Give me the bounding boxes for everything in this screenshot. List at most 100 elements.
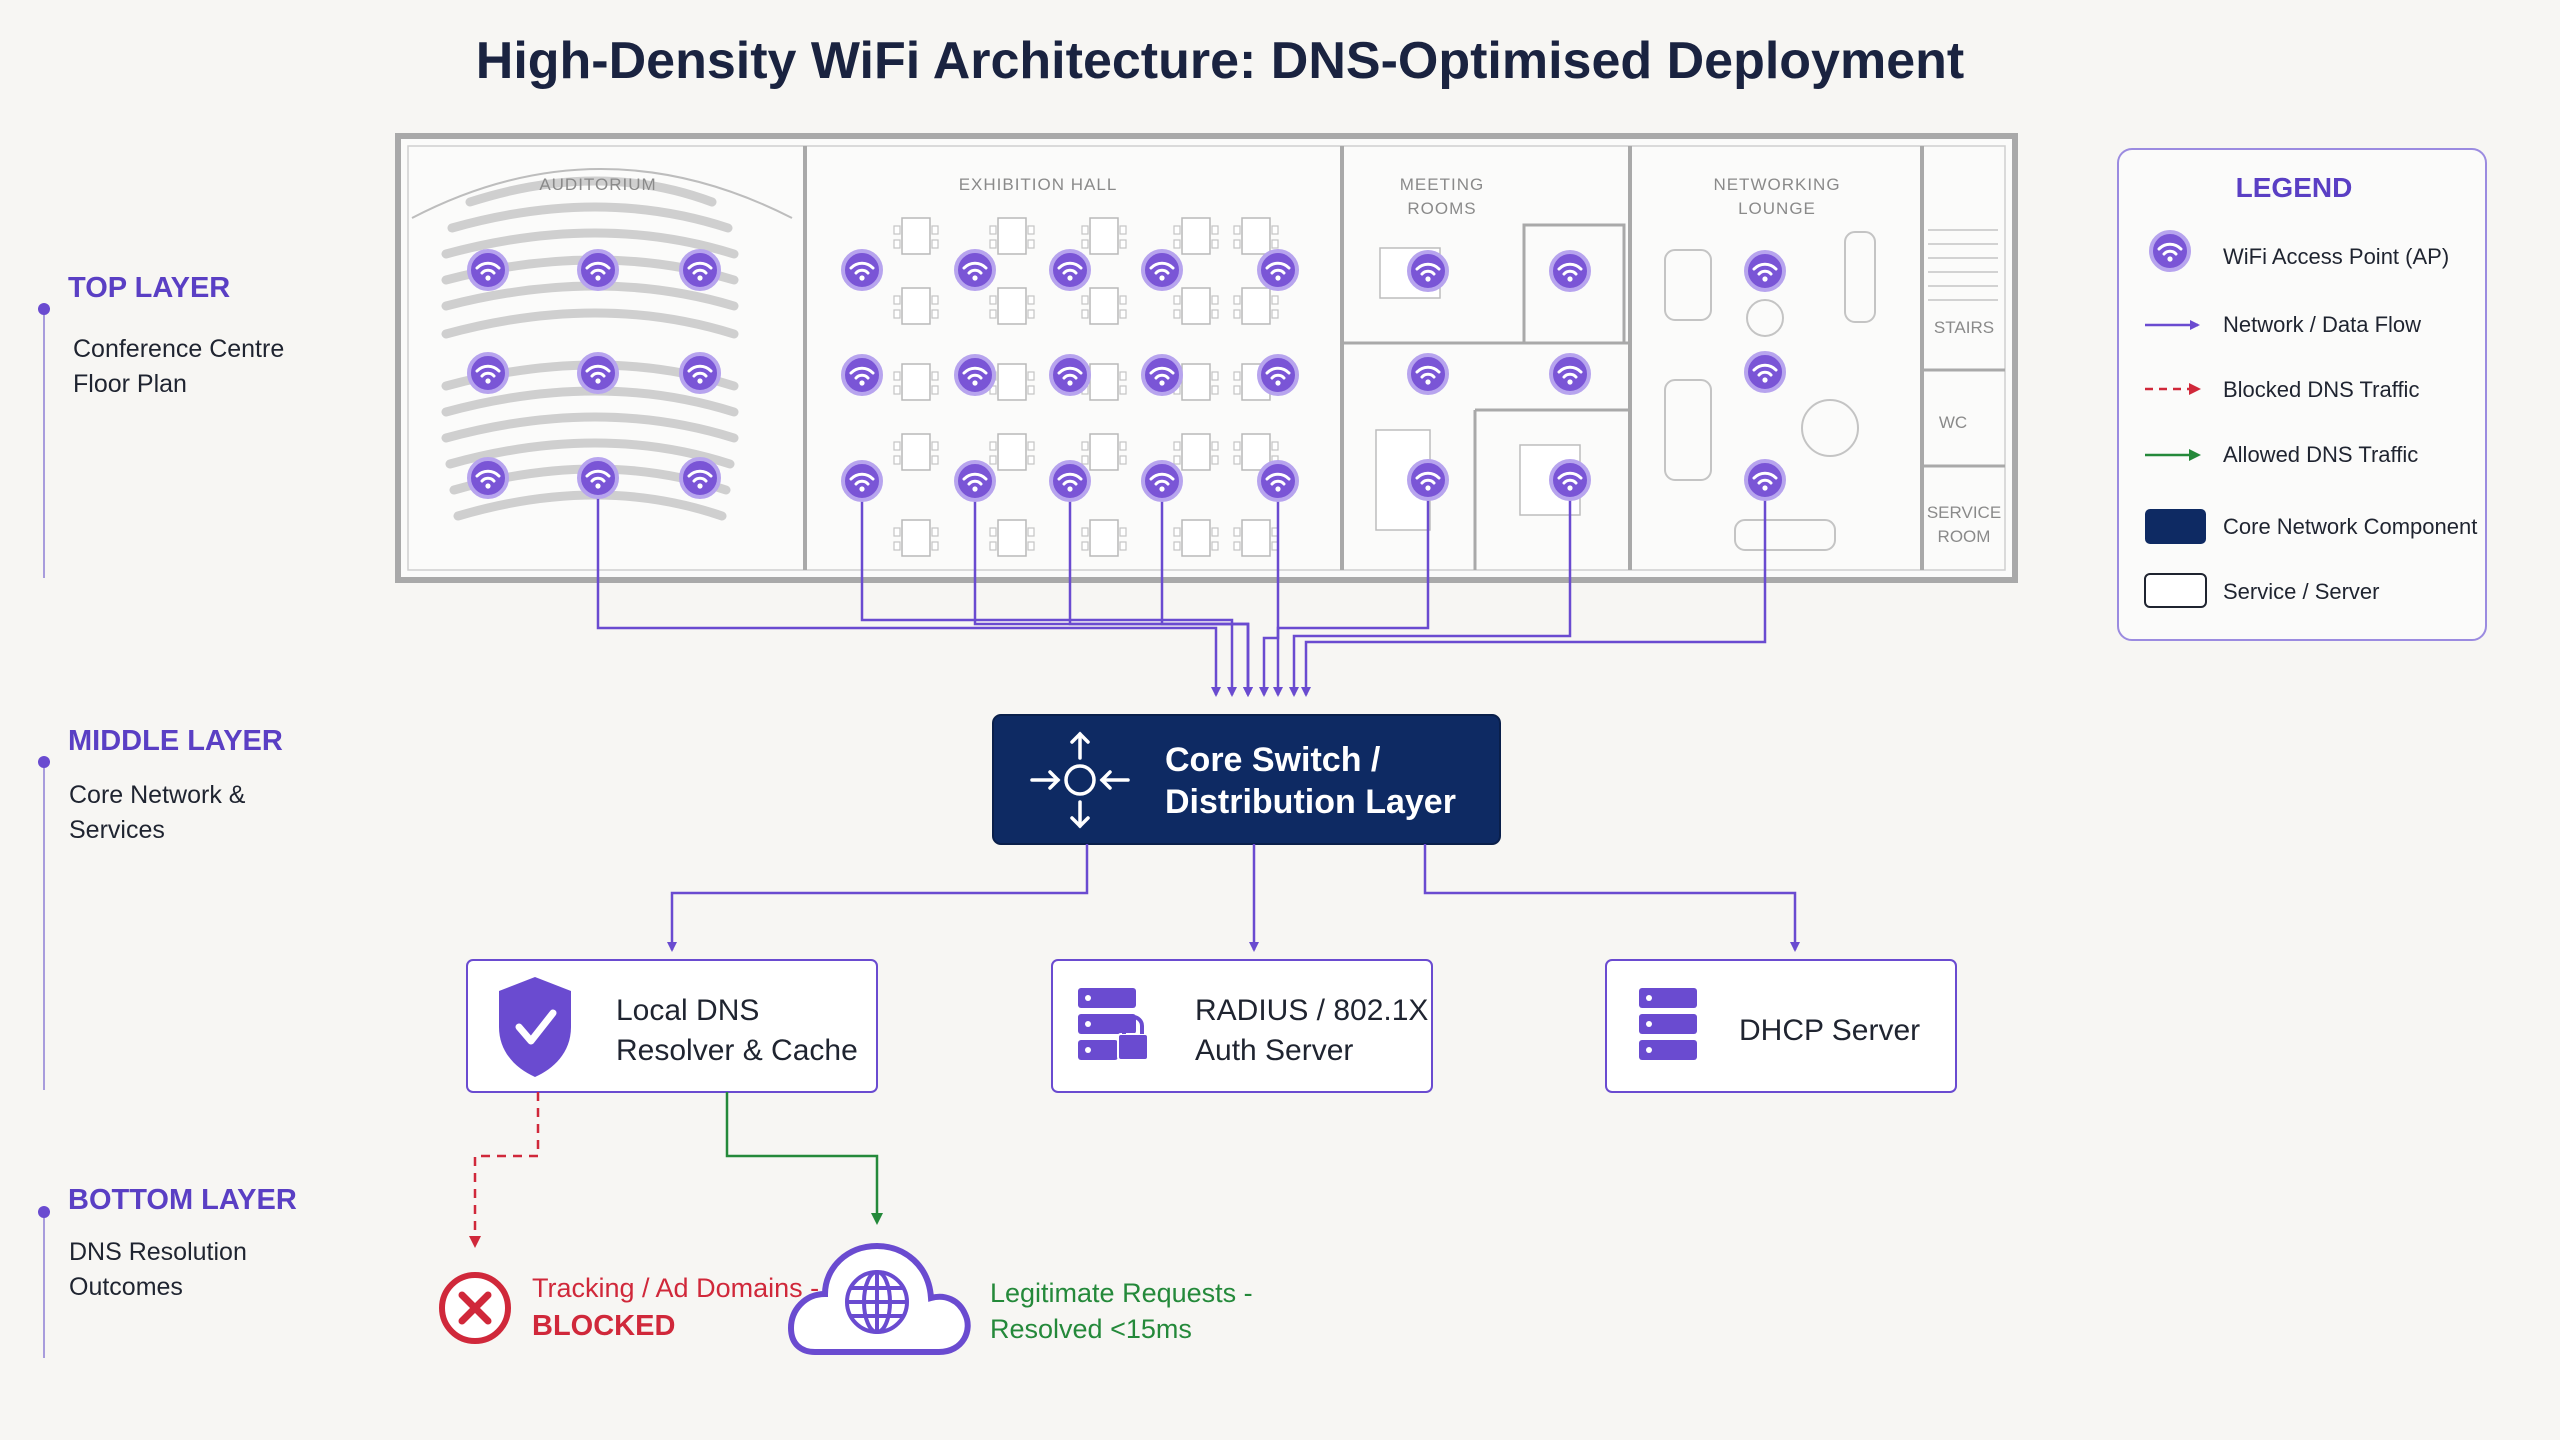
top-layer-dot (38, 303, 50, 315)
shield-check-icon (499, 977, 571, 1077)
wifi-ap-icon (467, 249, 509, 291)
wifi-ap-icon (1744, 351, 1786, 393)
lounge-furniture (1664, 231, 1876, 551)
wifi-ap-icon (679, 249, 721, 291)
wifi-ap-icon (1257, 354, 1299, 396)
wifi-ap-icon (1141, 249, 1183, 291)
core-to-services-flow (667, 844, 1800, 952)
wifi-ap-icon (1744, 250, 1786, 292)
legend-label-service: Service / Server (2223, 579, 2380, 604)
wifi-ap-icon (577, 457, 619, 499)
wifi-ap-icon (1549, 250, 1591, 292)
legend-label-ap: WiFi Access Point (AP) (2223, 244, 2449, 269)
label-meeting-rooms-1: MEETING (1400, 175, 1484, 194)
label-auditorium: AUDITORIUM (539, 175, 656, 194)
server-icon (1639, 988, 1697, 1060)
label-wc: WC (1939, 413, 1967, 432)
legend: LEGEND WiFi Access Point (AP) Network / … (2117, 148, 2487, 641)
wifi-ap-icon (954, 460, 996, 502)
bottom-layer-desc-2: Outcomes (69, 1273, 183, 1301)
wifi-ap-icon (2149, 230, 2191, 272)
core-switch-line-1: Core Switch / (1165, 741, 1381, 779)
x-circle-icon (439, 1272, 511, 1344)
building-inner (407, 145, 2006, 571)
blocked-line-2: BLOCKED (532, 1310, 675, 1342)
label-stairs: STAIRS (1934, 318, 1994, 337)
bottom-layer-dot (38, 1206, 50, 1218)
bottom-layer-desc-1: DNS Resolution (69, 1238, 247, 1266)
wifi-ap-icon (1049, 460, 1091, 502)
wifi-ap-icon (1049, 354, 1091, 396)
wifi-ap-icon (1141, 354, 1183, 396)
label-service-room-1: SERVICE (1927, 503, 2001, 522)
server-lock-icon (1078, 988, 1149, 1061)
blocked-line-1: Tracking / Ad Domains - (532, 1273, 819, 1303)
core-switch-line-2: Distribution Layer (1165, 783, 1456, 821)
wifi-ap-icon (841, 354, 883, 396)
stairs-steps (1928, 229, 1998, 301)
bottom-layer-heading: BOTTOM LAYER (68, 1184, 297, 1216)
local-dns-box: Local DNS Resolver & Cache (466, 959, 878, 1093)
floor-plan: AUDITORIUM EXHIBITION HALL MEETING ROOMS… (395, 133, 2018, 583)
allowed-line-2: Resolved <15ms (990, 1314, 1192, 1344)
legend-title: LEGEND (2236, 172, 2353, 203)
wifi-ap-icon (1407, 250, 1449, 292)
wifi-ap-icon (1549, 459, 1591, 501)
top-layer-heading: TOP LAYER (68, 272, 230, 304)
page-title: High-Density WiFi Architecture: DNS-Opti… (476, 32, 1964, 90)
radius-line-2: Auth Server (1195, 1034, 1353, 1067)
wifi-ap-icon (954, 354, 996, 396)
wifi-ap-icon (1257, 460, 1299, 502)
white-box-icon (2144, 573, 2207, 608)
uplink-cables (596, 480, 1767, 697)
auditorium-stage-curve (411, 168, 793, 219)
blocked-outcome: Tracking / Ad Domains - BLOCKED (439, 1272, 819, 1344)
legend-label-flow: Network / Data Flow (2223, 312, 2421, 337)
radius-line-1: RADIUS / 802.1X (1195, 994, 1428, 1027)
wifi-ap-icon (577, 352, 619, 394)
legend-label-core: Core Network Component (2223, 514, 2477, 539)
blocked-dns-flow (469, 1092, 540, 1248)
local-dns-line-2: Resolver & Cache (616, 1034, 858, 1067)
wifi-ap-icon (679, 457, 721, 499)
wifi-ap-icon (1141, 460, 1183, 502)
middle-layer-desc-2: Services (69, 816, 165, 844)
wifi-ap-icon (467, 352, 509, 394)
wifi-ap-icon (679, 352, 721, 394)
middle-layer-desc-1: Core Network & (69, 781, 246, 809)
wifi-ap-icon (1257, 249, 1299, 291)
label-service-room-2: ROOM (1938, 527, 1991, 546)
label-networking-lounge-1: NETWORKING (1713, 175, 1840, 194)
middle-layer-dot (38, 756, 50, 768)
top-layer-desc-2: Floor Plan (73, 370, 187, 398)
label-meeting-rooms-2: ROOMS (1407, 199, 1476, 218)
legend-frame (2117, 148, 2487, 641)
wifi-ap-icon (1549, 353, 1591, 395)
allowed-outcome: Legitimate Requests - Resolved <15ms (787, 1242, 1253, 1355)
dhcp-box: DHCP Server (1605, 959, 1957, 1093)
wifi-ap-icon (1744, 459, 1786, 501)
navy-box-icon (2145, 509, 2206, 544)
local-dns-line-1: Local DNS (616, 994, 759, 1027)
wifi-ap-icon (1049, 249, 1091, 291)
legend-label-allowed: Allowed DNS Traffic (2223, 442, 2418, 467)
wifi-ap-icon (467, 457, 509, 499)
core-switch-box: Core Switch / Distribution Layer (992, 714, 1501, 845)
wifi-ap-icon (1407, 459, 1449, 501)
legend-label-blocked: Blocked DNS Traffic (2223, 377, 2419, 402)
layer-labels: TOP LAYER Conference Centre Floor Plan M… (38, 272, 297, 1358)
network-hub-icon (1030, 731, 1130, 829)
dhcp-line-1: DHCP Server (1739, 1014, 1920, 1047)
wifi-ap-icon (1407, 353, 1449, 395)
wifi-ap-icon (577, 249, 619, 291)
allowed-line-1: Legitimate Requests - (990, 1278, 1253, 1308)
label-exhibition-hall: EXHIBITION HALL (959, 175, 1118, 194)
label-networking-lounge-2: LOUNGE (1738, 199, 1816, 218)
wifi-ap-icon (841, 249, 883, 291)
allowed-dns-flow (725, 1092, 883, 1225)
wifi-ap-icon (954, 249, 996, 291)
middle-layer-heading: MIDDLE LAYER (68, 725, 283, 757)
wifi-ap-icon (841, 460, 883, 502)
meeting-small-room (1522, 223, 1626, 345)
radius-box: RADIUS / 802.1X Auth Server (1051, 959, 1433, 1093)
